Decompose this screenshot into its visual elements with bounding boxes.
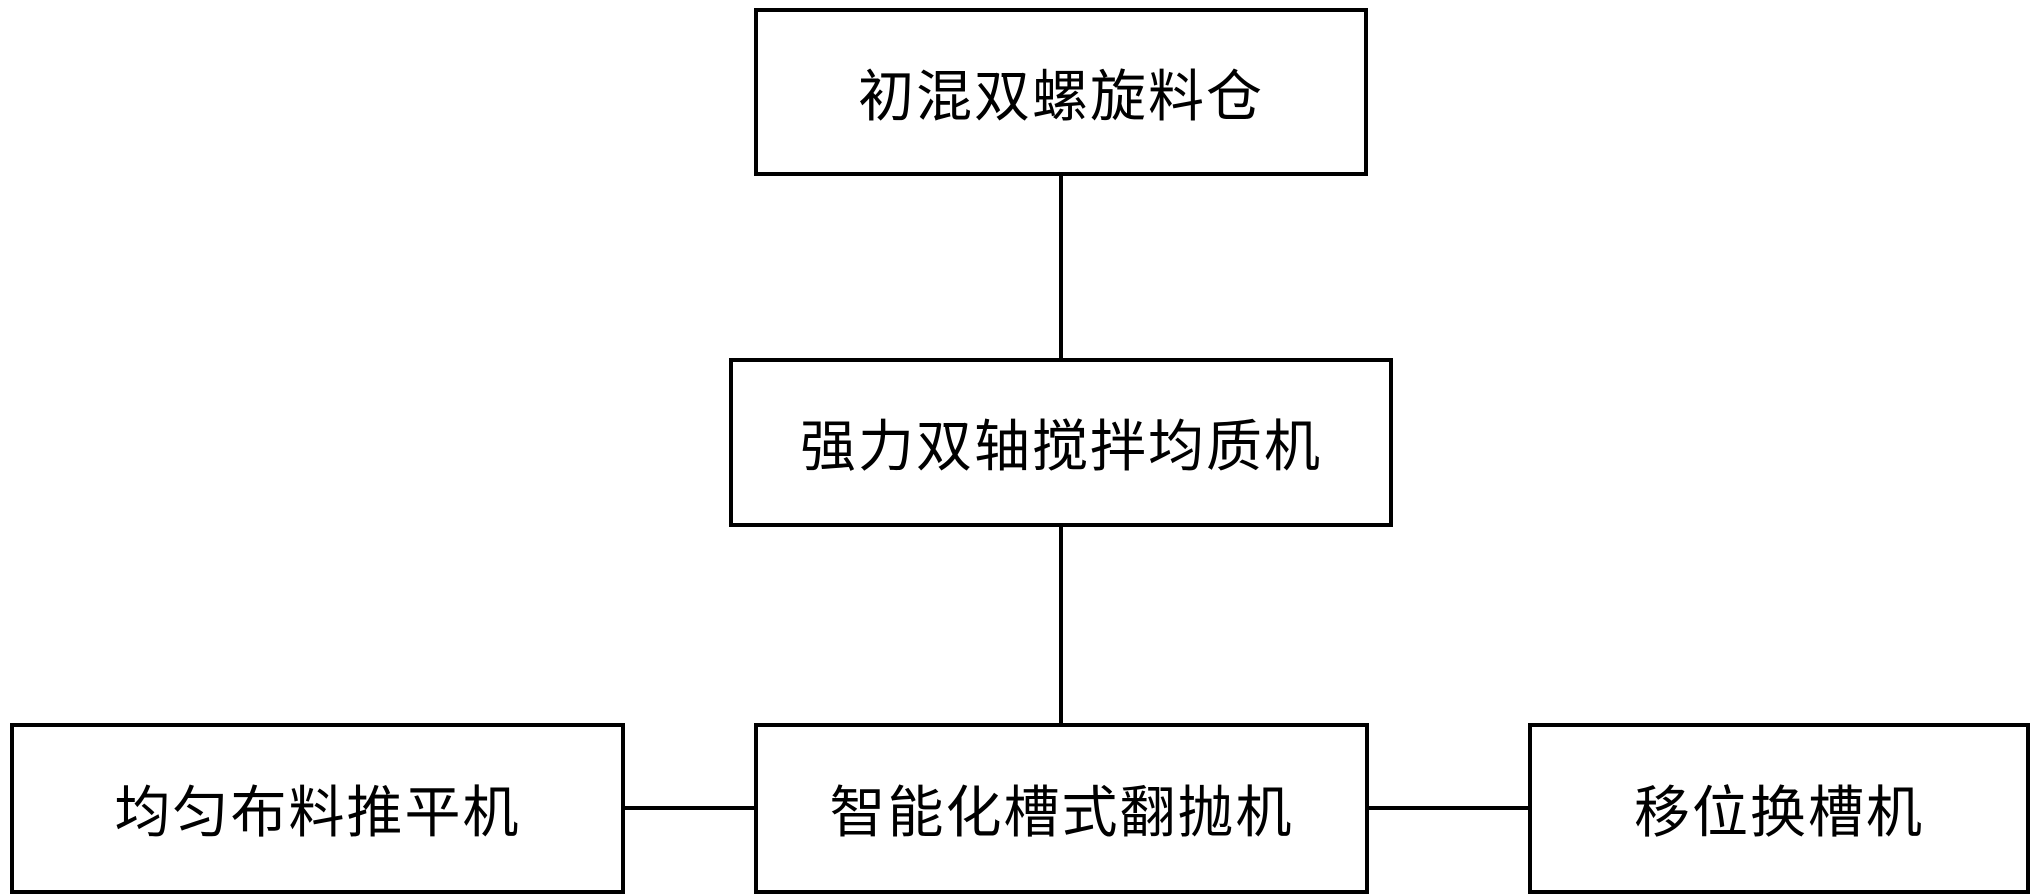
- node-turner: 智能化槽式翻抛机: [754, 723, 1369, 894]
- connector-mixer-turner: [1059, 525, 1063, 725]
- node-shifter: 移位换槽机: [1528, 723, 2030, 894]
- connector-spreader-turner: [623, 806, 754, 810]
- connector-turner-shifter: [1367, 806, 1528, 810]
- node-spreader: 均匀布料推平机: [10, 723, 625, 894]
- node-mixer-label: 强力双轴搅拌均质机: [800, 415, 1322, 480]
- node-mixer: 强力双轴搅拌均质机: [729, 358, 1393, 527]
- node-spreader-label: 均匀布料推平机: [114, 781, 521, 846]
- connector-hopper-mixer: [1059, 174, 1063, 358]
- node-hopper-label: 初混双螺旋料仓: [858, 64, 1264, 130]
- node-shifter-label: 移位换槽机: [1634, 781, 1924, 846]
- node-turner-label: 智能化槽式翻抛机: [829, 781, 1294, 846]
- node-hopper: 初混双螺旋料仓: [754, 8, 1368, 176]
